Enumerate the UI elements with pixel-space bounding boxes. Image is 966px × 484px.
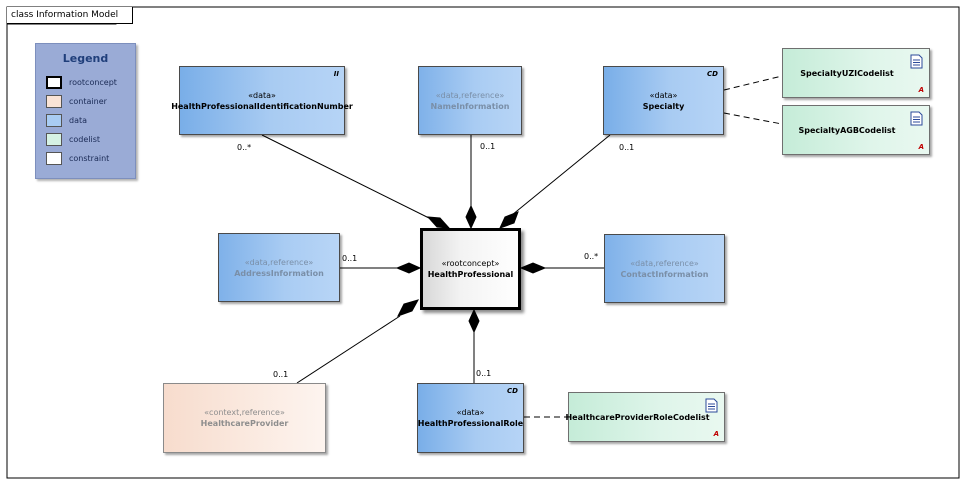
class-hpin[interactable]: II «data» HealthProfessionalIdentificati… (171, 66, 353, 135)
diamond-specialty (499, 211, 519, 229)
class-name: Specialty (642, 101, 685, 111)
class-name: AddressInformation (234, 268, 324, 278)
document-icon (910, 54, 923, 69)
stereotype: «data,reference» (244, 257, 314, 267)
legend-item-codelist: codelist (46, 132, 100, 147)
type-tag: CD (707, 70, 718, 78)
class-nameinformation[interactable]: «data,reference» NameInformation (418, 66, 522, 135)
legend-swatch-codelist (46, 133, 62, 146)
class-contactinformation[interactable]: «data,reference» ContactInformation (604, 234, 725, 303)
stereotype: «context,reference» (204, 408, 285, 417)
diagram-frame-border (6, 6, 960, 479)
document-icon (910, 111, 923, 126)
stereotype: «rootconcept» (441, 259, 500, 268)
codelist-name: SpecialtyAGBCodelist (798, 125, 896, 135)
legend-item-constraint: constraint (46, 151, 109, 166)
legend-item-container: container (46, 94, 107, 109)
codelist-specialty-agb[interactable]: SpecialtyAGBCodelist A (782, 105, 930, 155)
mult-address: 0..1 (342, 254, 358, 263)
legend-swatch-container (46, 95, 62, 108)
mult-hpin: 0..* (237, 143, 252, 152)
legend-label-data: data (69, 116, 88, 125)
class-healthcareprovider[interactable]: «context,reference» HealthcareProvider (163, 383, 326, 453)
legend-swatch-constraint (46, 152, 62, 165)
diamond-hpin (426, 216, 451, 229)
diamond-role (468, 308, 480, 334)
legend-label-codelist: codelist (69, 135, 101, 144)
document-icon (705, 398, 718, 413)
diamond-nameinfo (465, 204, 477, 230)
legend-swatch-data (46, 114, 62, 127)
codelist-name: SpecialtyUZICodelist (800, 68, 894, 78)
type-tag: II (333, 70, 339, 78)
mult-nameinfo: 0..1 (480, 142, 496, 151)
class-name: ContactInformation (620, 269, 709, 279)
stereotype: «data,reference» (435, 90, 505, 100)
mult-specialty: 0..1 (619, 143, 635, 152)
abstract-mark: A (918, 143, 924, 151)
class-name: HealthcareProvider (200, 419, 289, 428)
assoc-hpin (261, 134, 438, 223)
assoc-provider (296, 315, 401, 384)
stereotype: «data» (456, 408, 485, 417)
class-specialty[interactable]: CD «data» Specialty (603, 66, 724, 135)
codelist-healthcareproviderrole[interactable]: HealthcareProviderRoleCodelist A (565, 392, 725, 442)
codelist-specialty-uzi[interactable]: SpecialtyUZICodelist A (782, 48, 930, 98)
diamond-provider (396, 299, 420, 317)
dep-uzi (723, 75, 783, 91)
type-tag: CD (507, 387, 518, 395)
codelist-name: HealthcareProviderRoleCodelist (565, 412, 710, 422)
legend-swatch-rootconcept (46, 76, 62, 89)
diamond-address (395, 262, 422, 274)
class-name: HealthProfessionalIdentificationNumber (171, 101, 353, 111)
assoc-specialty (511, 134, 611, 216)
legend-item-rootconcept: rootconcept (46, 75, 117, 90)
class-addressinformation[interactable]: «data,reference» AddressInformation (218, 233, 340, 302)
stereotype: «data,reference» (630, 258, 699, 268)
abstract-mark: A (918, 86, 924, 94)
frame-title: class Information Model (7, 7, 134, 24)
class-name: NameInformation (430, 101, 510, 111)
class-healthprofessionalrole[interactable]: CD «data» HealthProfessionalRole (417, 383, 524, 453)
class-healthprofessional-root[interactable]: «rootconcept» HealthProfessional (420, 228, 521, 310)
diamond-contact (519, 262, 547, 274)
legend-panel: Legend rootconcept container data codeli… (35, 43, 136, 179)
mult-provider: 0..1 (273, 370, 289, 379)
legend-item-data: data (46, 113, 87, 128)
class-name: HealthProfessional (427, 270, 514, 279)
dep-agb (723, 112, 783, 125)
legend-title: Legend (62, 52, 109, 65)
mult-role: 0..1 (476, 369, 492, 378)
class-name: HealthProfessionalRole (417, 419, 524, 428)
stereotype: «data» (248, 90, 276, 100)
mult-contact: 0..* (584, 252, 599, 261)
legend-label-container: container (69, 97, 107, 106)
legend-label-constraint: constraint (69, 154, 110, 163)
abstract-mark: A (713, 430, 719, 438)
stereotype: «data» (649, 90, 678, 100)
legend-label-rootconcept: rootconcept (69, 78, 117, 87)
